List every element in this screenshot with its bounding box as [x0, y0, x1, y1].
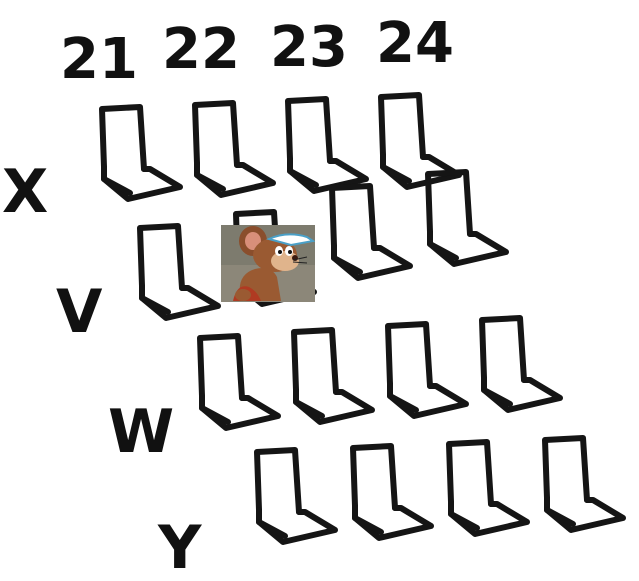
chair-y-23: [449, 442, 527, 534]
column-label-22: 22: [162, 17, 240, 82]
row-labels: X V W Y: [2, 157, 203, 581]
row-label-v: V: [56, 277, 103, 347]
row-label-x: X: [2, 157, 48, 227]
row-label-y: Y: [157, 513, 203, 581]
column-labels: 21 22 23 24: [60, 11, 454, 92]
chair-x-22: [195, 103, 273, 195]
chair-w-23: [388, 324, 466, 416]
chair-y-21: [257, 450, 335, 542]
chair-x-21: [102, 107, 180, 199]
row-label-w: W: [108, 397, 174, 467]
chair-w-21: [200, 336, 278, 428]
chair-y-22: [353, 446, 431, 538]
column-label-24: 24: [376, 11, 454, 76]
chair-w-22: [294, 330, 372, 422]
chair-y-24: [545, 438, 623, 530]
column-label-21: 21: [60, 27, 138, 92]
chair-w-24: [482, 318, 560, 410]
chair-grid: [102, 95, 623, 542]
chair-v-24: [428, 172, 506, 264]
column-label-23: 23: [270, 15, 348, 80]
cartoon-mouse-picture: [221, 225, 315, 302]
chair-x-23: [288, 99, 366, 191]
chair-v-21: [140, 226, 218, 318]
chair-v-23: [332, 186, 410, 278]
